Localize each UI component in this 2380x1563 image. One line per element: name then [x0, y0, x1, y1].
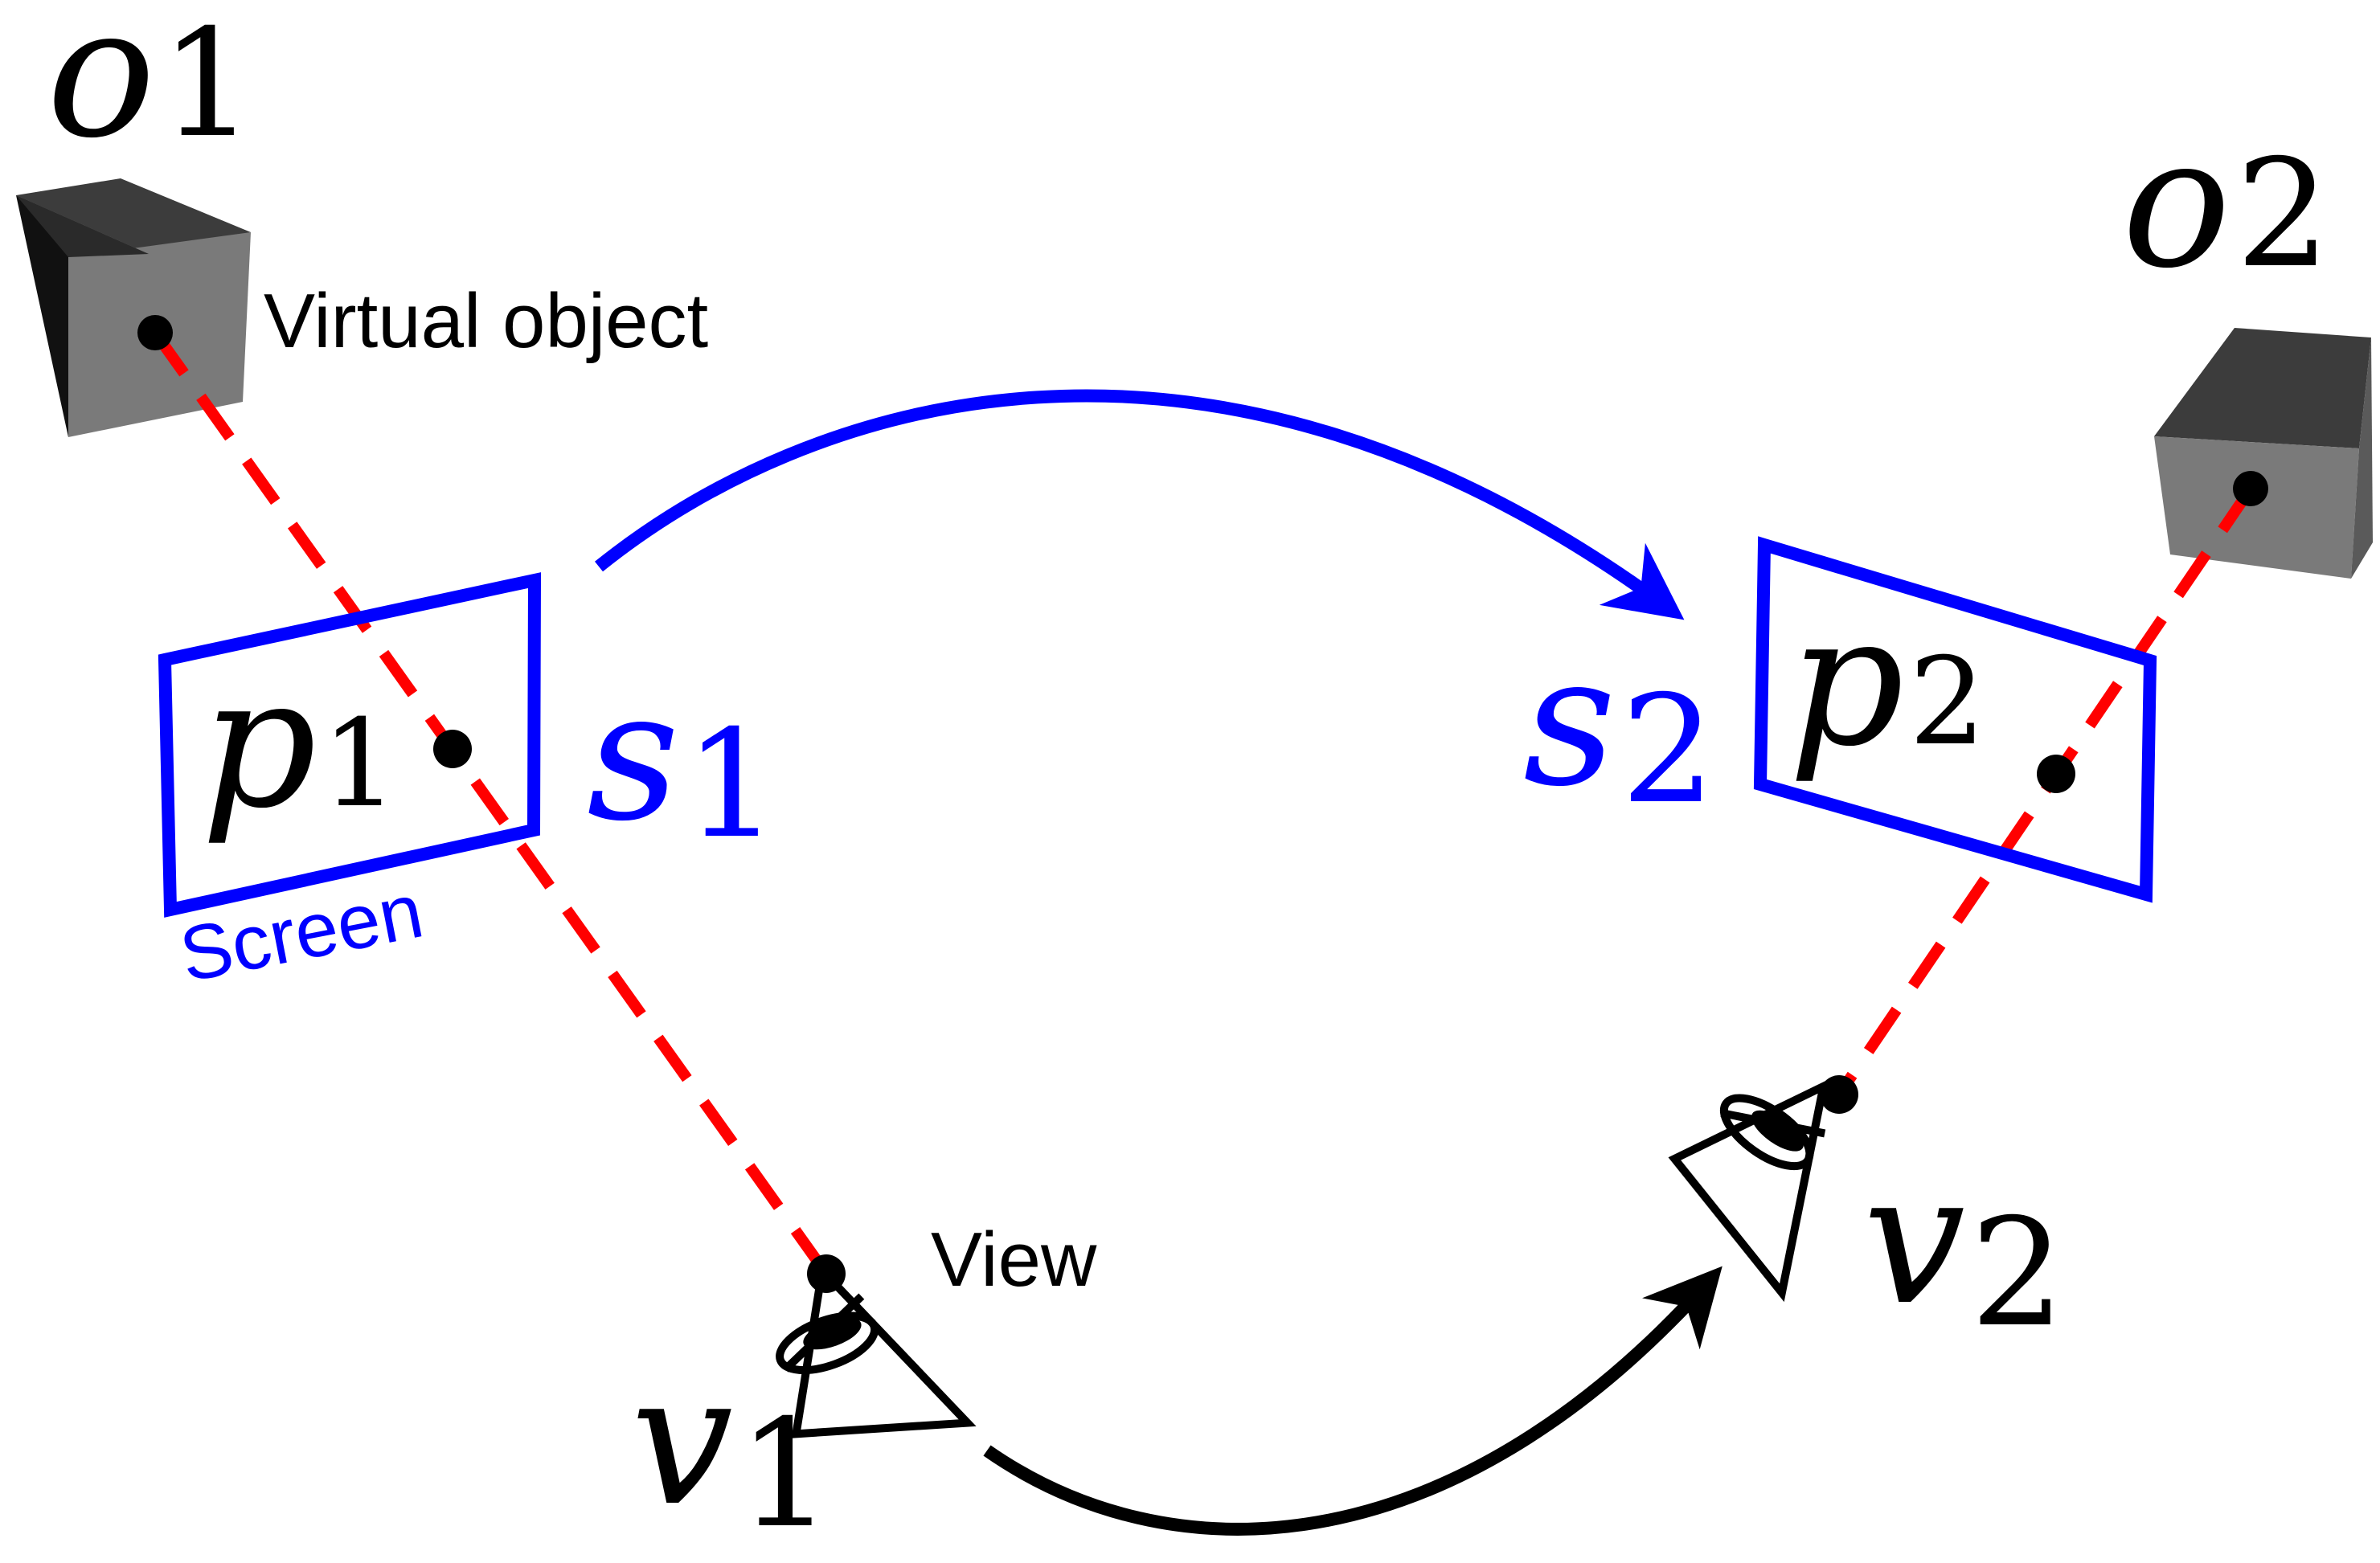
point-v2	[1820, 1075, 1858, 1114]
label-o2: o2	[2122, 98, 2330, 309]
label-s2: s2	[1523, 616, 1715, 837]
eye-icon	[776, 1262, 977, 1438]
label-p2: p2	[1788, 576, 1985, 787]
ray-o2-v2	[1834, 485, 2255, 1098]
view-label: View	[931, 1217, 1097, 1303]
virtual-object-label: Virtual object	[264, 278, 708, 364]
label-p1: p1	[201, 638, 398, 849]
point-o2	[2233, 471, 2268, 506]
cube-icon	[16, 178, 251, 437]
screen-s2	[1753, 536, 2157, 903]
point-p2	[2037, 755, 2075, 793]
label-s1: s1	[587, 651, 779, 871]
label-v2: v2	[1863, 1135, 2065, 1360]
ray-o1-v1	[150, 329, 831, 1278]
screen-s1	[158, 572, 542, 918]
label-v1: v1	[631, 1336, 833, 1561]
point-o1	[137, 315, 173, 350]
screen-transition-arrow	[594, 389, 1685, 620]
point-p1	[433, 730, 472, 768]
eye-icon	[1668, 1078, 1829, 1303]
cube-icon	[2154, 328, 2373, 579]
view-transition-arrow	[983, 1266, 1723, 1536]
label-o1: o1	[47, 0, 255, 178]
